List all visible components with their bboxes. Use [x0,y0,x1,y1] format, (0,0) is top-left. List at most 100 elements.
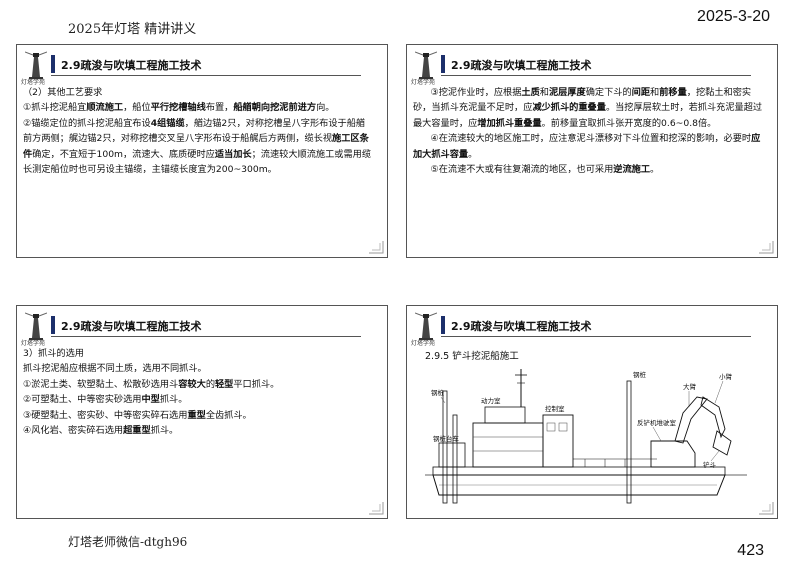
lighthouse-logo-icon [415,51,437,79]
logo-text: 灯塔学苑 [21,79,46,86]
label-small-arm: 小臂 [719,372,733,381]
body-text: 和 [539,87,549,98]
body-paragraph: ①淤泥土类、软塑黏土、松散砂选用斗容较大的轻型平口抓斗。 [23,377,373,392]
emphasis-text: 间距 [631,87,651,98]
body-paragraph: ②可塑黏土、中等密实砂选用中型抓斗。 [23,392,373,407]
slide-4: 灯塔学苑 2.9疏浚与吹填工程施工技术 2.9.5 铲斗挖泥船施工 [406,305,778,519]
logo-text: 灯塔学苑 [21,340,46,347]
body-text: ②可塑黏土、中等密实砂选用 [23,394,142,406]
label-big-arm: 大臂 [683,382,697,391]
slide-title: 2.9疏浚与吹填工程施工技术 [51,316,361,336]
slide-body: （2）其他工艺要求 ①抓斗挖泥船宜顺流施工，船位平行挖槽轴线布置，船艏朝向挖泥前进… [23,85,373,177]
body-text: 。 [468,148,478,160]
body-text: ②锚缆定位的抓斗挖泥船宜布设 [23,117,151,129]
slide-title-text: 2.9疏浚与吹填工程施工技术 [451,320,592,333]
body-paragraph: ③挖泥作业时，应根据土质和泥层厚度确定下斗的间距和前移量，挖黏土和密实砂，当抓斗… [413,85,763,131]
emphasis-text: 施工区条件 [23,133,369,160]
lighthouse-logo-icon [415,312,437,340]
body-paragraph: （2）其他工艺要求 [23,85,373,100]
body-text: 平口抓斗。 [233,378,280,390]
page-number: 423 [737,542,764,559]
body-text: 布置， [205,102,234,114]
emphasis-text: 容较大 [178,378,206,390]
body-text: ；流速较大顺流施工或需用缆长测定船位时也可另设主锚缆，主锚缆长度宜为200~30… [23,148,372,176]
body-text: 的 [205,378,215,390]
body-text: ④风化岩、密实碎石选用 [23,425,124,437]
slide-title-text: 2.9疏浚与吹填工程施工技术 [61,320,202,333]
label-spud-right: 钢桩 [633,370,647,379]
section-subtitle: 2.9.5 铲斗挖泥船施工 [425,351,519,362]
label-spud-left: 钢桩 [431,388,445,397]
slide-title: 2.9疏浚与吹填工程施工技术 [441,55,751,75]
body-paragraph: ②锚缆定位的抓斗挖泥船宜布设4组锚缆，艏边锚2只，对称挖槽呈八字形布设于船艏前方… [23,116,373,178]
slide-2: 灯塔学苑 2.9疏浚与吹填工程施工技术 ③挖泥作业时，应根据土质和泥层厚度确定下… [406,44,778,258]
emphasis-text: 应加大抓斗容量 [413,133,761,160]
slide-1: 灯塔学苑 2.9疏浚与吹填工程施工技术 （2）其他工艺要求 ①抓斗挖泥船宜顺流施工… [16,44,388,258]
body-paragraph: ③硬塑黏土、密实砂、中等密实碎石选用重型全齿抓斗。 [23,408,373,423]
slide-title-text: 2.9疏浚与吹填工程施工技术 [61,59,202,72]
label-power-room: 动力室 [481,396,501,405]
emphasis-text: 超重型 [123,425,151,437]
slide-3: 灯塔学苑 2.9疏浚与吹填工程施工技术 3）抓斗的选用抓斗挖泥船应根据不同土质，… [16,305,388,519]
body-paragraph: ⑤在流速不大或有往复潮流的地区，也可采用逆流施工。 [413,162,763,177]
slide-body: ③挖泥作业时，应根据土质和泥层厚度确定下斗的间距和前移量，挖黏土和密实砂，当抓斗… [413,85,763,177]
body-text: 。 [650,164,660,176]
body-text: ，艏边锚2只，对称挖槽呈八字形布设于船艏前方两侧；艉边锚2只，对称挖槽交叉呈八字… [23,117,366,145]
emphasis-text: 船艏朝向挖泥前进方 [233,102,317,114]
corner-decoration-icon [369,502,384,515]
body-text: ①淤泥土类、软塑黏土、松散砂选用斗 [23,378,179,390]
body-text: （2）其他工艺要求 [23,87,103,98]
body-text: 。当挖厚层软土时，若抓斗充泥量超过最大容量时，应 [413,102,763,129]
emphasis-text: 减少抓斗的重叠量 [532,102,606,114]
emphasis-text: 前移量 [659,87,687,98]
emphasis-text: 中型 [141,394,160,406]
header-title: 2025年灯塔 精讲讲义 [68,22,197,37]
slide-title: 2.9疏浚与吹填工程施工技术 [51,55,361,75]
slide-title-text: 2.9疏浚与吹填工程施工技术 [451,59,592,72]
body-paragraph: 3）抓斗的选用 [23,346,373,361]
body-text: ③硬塑黏土、密实砂、中等密实碎石选用 [23,409,188,421]
body-text: ⑤在流速不大或有往复潮流的地区，也可采用 [430,164,614,176]
dipper-dredger-drawing: 钢桩 动力室 控制室 钢桩台车 钢桩 反铲机堆驶室 大臂 小臂 铲斗 [425,369,747,504]
body-text: 抓斗。 [159,394,188,406]
body-paragraph: ④在流速较大的地区施工时，应注意泥斗漂移对下斗位置和挖深的影响，必要时应加大抓斗… [413,131,763,162]
emphasis-text: 土质 [521,87,540,98]
corner-decoration-icon [369,241,384,254]
label-control-room: 控制室 [545,404,565,413]
header-date: 2025-3-20 [697,8,770,25]
body-text: 确定，不宜短于100m，流速大、底质硬时应 [32,148,215,160]
body-text: 抓斗。 [150,425,179,437]
body-text: ④在流速较大的地区施工时，应注意泥斗漂移对下斗位置和挖深的影响，必要时 [430,133,752,145]
footer-contact: 灯塔老师微信-dtgh96 [68,535,188,549]
body-text: 抓斗挖泥船应根据不同土质，选用不同抓斗。 [23,363,207,375]
label-bucket: 铲斗 [703,460,717,469]
label-backhoe-cab: 反铲机堆驶室 [637,418,677,427]
emphasis-text: 适当加长 [214,148,252,160]
slide-body: 3）抓斗的选用抓斗挖泥船应根据不同土质，选用不同抓斗。 ①淤泥土类、软塑黏土、松散… [23,346,373,438]
body-text: 3）抓斗的选用 [23,348,84,359]
lighthouse-logo-icon [25,312,47,340]
body-paragraph: 抓斗挖泥船应根据不同土质，选用不同抓斗。 [23,361,373,376]
body-paragraph: ④风化岩、密实碎石选用超重型抓斗。 [23,423,373,438]
body-text: ，船位 [123,102,151,114]
lighthouse-logo-icon [25,51,47,79]
body-text: 。前移量宜取抓斗张开宽度的0.6~0.8倍。 [541,117,717,129]
body-text: 确定下斗的 [585,87,632,98]
body-text: ，挖黏土和密实砂，当抓斗充泥量不足时，应 [413,87,752,114]
emphasis-text: 增加抓斗重叠量 [477,117,542,129]
body-text: 和 [650,87,660,98]
body-paragraph: ①抓斗挖泥船宜顺流施工，船位平行挖槽轴线布置，船艏朝向挖泥前进方向。 [23,100,373,115]
dredger-diagram: 钢桩 动力室 控制室 钢桩台车 钢桩 反铲机堆驶室 大臂 小臂 铲斗 [425,363,747,505]
label-spud-carriage: 钢桩台车 [433,434,460,443]
body-text: 全齿抓斗。 [205,409,252,421]
corner-decoration-icon [759,502,774,515]
emphasis-text: 重型 [187,409,206,421]
slide-title: 2.9疏浚与吹填工程施工技术 [441,316,751,336]
logo-text: 灯塔学苑 [411,79,436,86]
emphasis-text: 逆流施工 [613,164,651,176]
emphasis-text: 平行挖槽轴线 [150,102,206,114]
emphasis-text: 顺流施工 [86,102,124,114]
corner-decoration-icon [759,241,774,254]
body-text: 向。 [316,102,335,114]
body-text: ①抓斗挖泥船宜 [23,102,87,114]
